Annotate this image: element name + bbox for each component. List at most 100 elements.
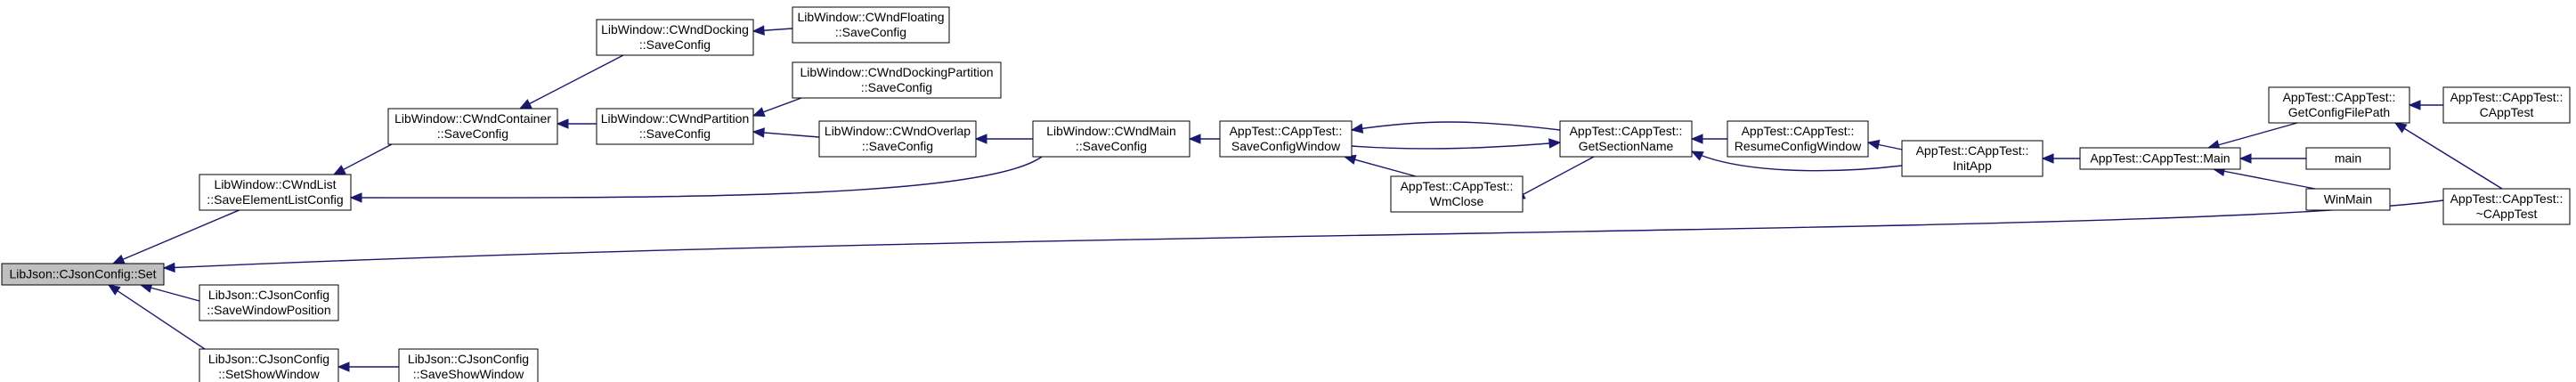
node-box (1901, 140, 2044, 177)
node-getSectionName[interactable]: AppTest::CAppTest::GetSectionName (1559, 120, 1693, 158)
node-label: LibJson::CJsonConfig::Set (10, 267, 157, 281)
node-label: AppTest::CAppTest:: (2450, 90, 2564, 104)
arrowhead-icon (556, 118, 569, 129)
node-partitionSaveConfig[interactable]: LibWindow::CWndPartition::SaveConfig (596, 108, 754, 145)
arrowhead-icon (518, 99, 532, 110)
node-box (199, 348, 339, 382)
edge-line (1351, 121, 1561, 131)
node-set[interactable]: LibJson::CJsonConfig::Set (1, 263, 165, 286)
node-label: LibJson::CJsonConfig (208, 352, 329, 366)
node-label: LibWindow::CWndPartition (601, 111, 750, 126)
node-appMain[interactable]: AppTest::CAppTest::Main (2079, 147, 2241, 170)
node-winMain[interactable]: WinMain (2305, 188, 2391, 211)
node-saveConfigWindow[interactable]: AppTest::CAppTest::SaveConfigWindow (1219, 120, 1353, 158)
node-box (398, 348, 539, 382)
node-label: AppTest::CAppTest:: (1742, 124, 1855, 138)
node-label: ::SaveConfig (861, 80, 932, 94)
node-dtor[interactable]: AppTest::CAppTest::~CAppTest (2442, 188, 2571, 225)
node-label: LibWindow::CWndDockingPartition (800, 65, 993, 79)
node-saveElementListConfig[interactable]: LibWindow::CWndList::SaveElementListConf… (199, 174, 352, 211)
node-initApp[interactable]: AppTest::CAppTest::InitApp (1901, 140, 2044, 177)
node-label: LibWindow::CWndList (215, 177, 337, 191)
node-label: LibJson::CJsonConfig (208, 288, 329, 302)
node-main[interactable]: main (2305, 147, 2391, 170)
edge-saveConfigWindow-to-mainSaveConfig (1188, 134, 1220, 144)
node-box (818, 120, 977, 158)
node-box (596, 108, 754, 145)
arrowhead-icon (752, 107, 766, 118)
edge-line (2394, 122, 2503, 190)
node-label: ::SaveElementListConfig (207, 192, 343, 207)
edge-wmClose-to-saveConfigWindow (1343, 154, 1417, 177)
node-label: LibJson::CJsonConfig (408, 352, 529, 366)
node-getConfigFilePath[interactable]: AppTest::CAppTest::GetConfigFilePath (2268, 86, 2410, 124)
arrowhead-icon (1188, 134, 1201, 144)
arrowhead-icon (349, 192, 362, 203)
edge-floatingSaveConfig-to-dockingSaveConfig (752, 25, 793, 36)
node-overlapSaveConfig[interactable]: LibWindow::CWndOverlap::SaveConfig (818, 120, 977, 158)
edge-getSectionName-to-saveConfigWindow (1350, 121, 1561, 134)
arrowhead-icon (1548, 138, 1562, 149)
node-box (199, 284, 339, 321)
node-label: LibWindow::CWndDocking (601, 22, 749, 37)
edge-resumeConfigWindow-to-getSectionName (1690, 134, 1727, 144)
arrowhead-icon (1350, 123, 1364, 134)
arrowhead-icon (1690, 150, 1704, 161)
arrowhead-icon (337, 362, 350, 372)
edge-line (519, 54, 624, 110)
node-saveWindowPosition[interactable]: LibJson::CJsonConfig::SaveWindowPosition (199, 284, 339, 321)
node-box (1219, 120, 1353, 158)
node-label: LibWindow::CWndFloating (798, 10, 945, 24)
node-label: CAppTest (2480, 105, 2534, 119)
node-box (2305, 188, 2391, 211)
edge-mainSaveConfig-to-overlapSaveConfig (974, 134, 1033, 144)
node-label: AppTest::CAppTest:: (1401, 179, 1514, 193)
edge-winMain-to-appMain (2212, 166, 2316, 190)
edge-overlapSaveConfig-to-partitionSaveConfig (752, 127, 820, 138)
edge-dockingPartitionSaveConfig-to-partitionSaveConfig (752, 97, 802, 118)
node-wmClose[interactable]: AppTest::CAppTest::WmClose (1390, 175, 1524, 213)
arrowhead-icon (752, 25, 765, 36)
node-label: ::SaveConfig (862, 139, 933, 153)
node-label: ::SaveWindowPosition (207, 303, 330, 317)
node-label: ~CAppTest (2476, 207, 2538, 221)
node-box (2079, 147, 2241, 170)
node-label: AppTest::CAppTest:: (1570, 124, 1683, 138)
node-label: ::SetShowWindow (218, 367, 320, 381)
edge-getSectionName-to-wmClose (1512, 156, 1595, 200)
node-dockingSaveConfig[interactable]: LibWindow::CWndDocking::SaveConfig (596, 19, 754, 56)
edge-initApp-to-getSectionName (1690, 150, 1903, 172)
node-box (2268, 86, 2410, 124)
node-containerSaveConfig[interactable]: LibWindow::CWndContainer::SaveConfig (387, 108, 558, 145)
arrowhead-icon (111, 254, 126, 264)
node-box (792, 61, 1002, 99)
node-resumeConfigWindow[interactable]: AppTest::CAppTest::ResumeConfigWindow (1727, 120, 1869, 158)
node-saveShowWindow[interactable]: LibJson::CJsonConfig::SaveShowWindow (398, 348, 539, 382)
node-label: ::SaveShowWindow (413, 367, 524, 381)
edge-saveShowWindow-to-setShowWindow (337, 362, 399, 372)
node-label: AppTest::CAppTest:: (1916, 143, 2029, 158)
edge-appMain-to-initApp (2041, 153, 2080, 164)
node-floatingSaveConfig[interactable]: LibWindow::CWndFloating::SaveConfig (792, 6, 950, 44)
edge-line (108, 284, 206, 350)
edge-containerSaveConfig-to-saveElementListConfig (332, 143, 393, 175)
arrowhead-icon (2239, 153, 2252, 164)
arrowhead-icon (332, 165, 346, 175)
node-mainSaveConfig[interactable]: LibWindow::CWndMain::SaveConfig (1032, 120, 1190, 158)
node-ctor[interactable]: AppTest::CAppTest::CAppTest (2442, 86, 2571, 124)
arrowhead-icon (974, 134, 987, 144)
node-dockingPartitionSaveConfig[interactable]: LibWindow::CWndDockingPartition::SaveCon… (792, 61, 1002, 99)
edge-partitionSaveConfig-to-containerSaveConfig (556, 118, 597, 129)
edge-dockingSaveConfig-to-containerSaveConfig (518, 54, 624, 110)
arrowhead-icon (752, 127, 765, 138)
node-label: SaveConfigWindow (1231, 139, 1341, 153)
edge-dtor-to-getConfigFilePath (2393, 122, 2503, 190)
node-label: ::SaveConfig (1076, 139, 1147, 153)
node-box (1727, 120, 1869, 158)
node-setShowWindow[interactable]: LibJson::CJsonConfig::SetShowWindow (199, 348, 339, 382)
node-label: ::SaveConfig (639, 37, 711, 52)
node-label: ResumeConfigWindow (1735, 139, 1862, 153)
arrowhead-icon (2393, 122, 2408, 134)
node-box (1032, 120, 1190, 158)
